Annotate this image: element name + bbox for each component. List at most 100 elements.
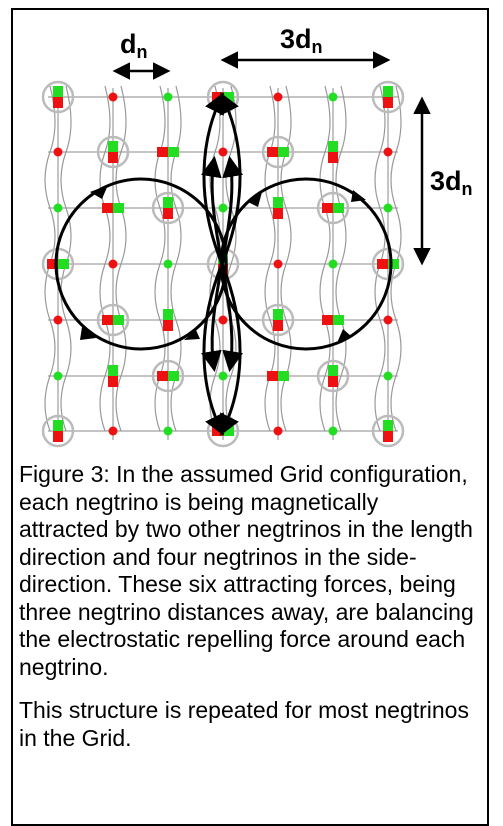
green-dot — [383, 203, 393, 213]
ring-marker — [41, 414, 75, 448]
lens-arrow — [200, 263, 224, 373]
string-curve — [99, 85, 111, 432]
negtrino-red-half — [377, 259, 388, 269]
string-curve — [60, 85, 72, 432]
negtrino-red-half — [163, 320, 173, 331]
green-dot — [328, 259, 338, 269]
string-curve — [44, 85, 56, 432]
negtrino-green-half — [168, 371, 179, 381]
negtrino-green-half — [53, 420, 63, 431]
red-dot — [273, 426, 283, 436]
negtrino-red-half — [322, 203, 333, 213]
string-curve — [390, 85, 402, 432]
red-dot — [218, 147, 228, 157]
three-dn-right-label: 3dn — [430, 166, 473, 199]
string-curve — [115, 85, 127, 432]
negtrino-green-half — [163, 309, 173, 320]
negtrino-green-half — [273, 309, 283, 320]
red-dot — [53, 315, 63, 325]
ring-marker — [96, 135, 130, 169]
red-dot — [108, 259, 118, 269]
lens-arrow — [220, 263, 244, 373]
green-dot — [383, 371, 393, 381]
green-dot — [53, 371, 63, 381]
red-dot — [383, 315, 393, 325]
arrowhead — [248, 192, 262, 207]
ring-marker — [316, 191, 350, 225]
negtrino-red-half — [322, 315, 333, 325]
ring-marker — [261, 135, 295, 169]
negtrino-red-half — [102, 203, 113, 213]
green-dot — [163, 92, 173, 102]
left-circulation-circle — [54, 177, 228, 351]
circle-arrowheads — [80, 185, 366, 343]
green-dot — [328, 92, 338, 102]
ring-marker — [371, 80, 405, 114]
negtrino-red-half — [108, 152, 118, 163]
negtrino-red-half — [157, 147, 168, 157]
caption-paragraph-1: Figure 3: In the assumed Grid configurat… — [19, 461, 474, 680]
negtrino-green-half — [108, 141, 118, 152]
green-dot — [328, 426, 338, 436]
negtrino-red-half — [267, 371, 278, 381]
negtrino-green-half — [168, 147, 179, 157]
negtrino-red-half — [273, 208, 283, 219]
negtrino-red-half — [102, 315, 113, 325]
ring-marker — [41, 80, 75, 114]
dimension-arrows — [112, 51, 431, 266]
negtrino-red-half — [163, 208, 173, 219]
negtrino-green-half — [278, 147, 289, 157]
negtrino-green-half — [278, 371, 289, 381]
negtrino-green-half — [273, 197, 283, 208]
green-dot — [53, 203, 63, 213]
arrowhead — [351, 190, 366, 202]
three-dn-top-label: 3dn — [280, 24, 323, 57]
caption-paragraph-2: This structure is repeated for most negt… — [19, 697, 469, 751]
negtrino-red-half — [108, 376, 118, 387]
string-curve — [209, 85, 221, 432]
negtrino-green-half — [333, 315, 344, 325]
negtrino-red-half — [273, 320, 283, 331]
ring-markers — [41, 80, 405, 448]
negtrino-green-half — [388, 259, 399, 269]
green-dot — [163, 259, 173, 269]
red-dot — [108, 426, 118, 436]
green-dot — [163, 426, 173, 436]
green-dot — [218, 371, 228, 381]
arrowhead — [184, 330, 200, 340]
red-dot — [273, 92, 283, 102]
negtrino-green-half — [58, 259, 69, 269]
red-dot — [383, 147, 393, 157]
negtrino-red-half — [328, 376, 338, 387]
lens-arrow — [200, 155, 224, 265]
ring-marker — [371, 247, 405, 281]
ring-marker — [261, 303, 295, 337]
negtrino-green-half — [53, 86, 63, 97]
ring-marker — [316, 359, 350, 393]
string-curve — [335, 85, 347, 432]
red-dot — [108, 92, 118, 102]
negtrino-red-half — [157, 371, 168, 381]
arrowhead — [337, 329, 352, 343]
negtrino-green-half — [163, 197, 173, 208]
negtrino-green-half — [113, 315, 124, 325]
negtrino-red-half — [47, 259, 58, 269]
ring-marker — [151, 191, 185, 225]
negtrino-red-half — [383, 431, 393, 442]
string-curve — [319, 85, 331, 432]
ring-marker — [151, 359, 185, 393]
negtrino-green-half — [328, 141, 338, 152]
lens-arrows — [200, 92, 244, 436]
negtrino-green-half — [383, 420, 393, 431]
string-curve — [225, 85, 237, 432]
negtrino-red-half — [53, 97, 63, 108]
dn-label: dn — [120, 29, 148, 62]
ring-marker — [96, 303, 130, 337]
negtrino-red-half — [328, 152, 338, 163]
red-dot — [218, 315, 228, 325]
figure-frame — [11, 8, 489, 826]
negtrino-red-half — [267, 147, 278, 157]
ring-marker — [371, 414, 405, 448]
negtrino-green-half — [383, 86, 393, 97]
negtrino-grid-diagram: dn 3dn 3dn — [41, 24, 473, 448]
